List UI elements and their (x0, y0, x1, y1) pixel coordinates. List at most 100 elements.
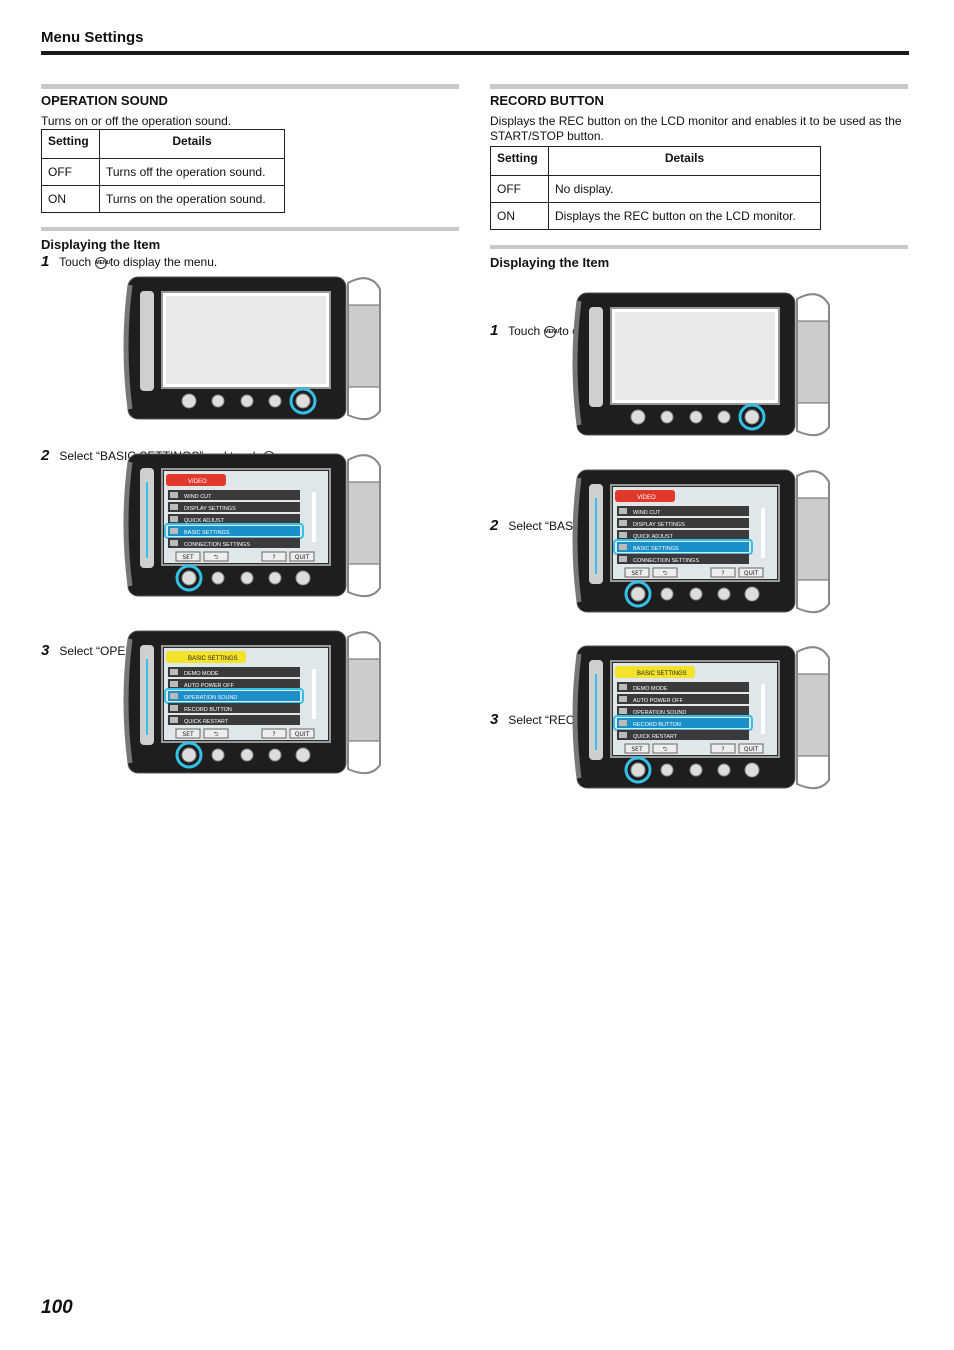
page-title: Menu Settings (41, 29, 144, 46)
menu-footer-button (175, 728, 201, 739)
table-row: OFF Turns off the operation sound. (41, 158, 285, 186)
menu-footer-label: ⮌ (663, 570, 668, 577)
menu-footer-label: ? (272, 731, 275, 738)
subsection-title: Displaying the Item (490, 255, 610, 270)
step-number: 3 (41, 642, 50, 659)
menu-header-label: VIDEO (637, 495, 656, 501)
step-text: to display the menu. (109, 255, 218, 269)
menu-item (168, 526, 300, 536)
details-cell: Turns off the operation sound. (99, 158, 285, 186)
menu-footer-button (624, 567, 650, 578)
camera-button (211, 571, 225, 585)
menu-footer-label: ? (721, 746, 724, 753)
menu-item-label: DISPLAY SETTINGS (184, 506, 236, 512)
menu-footer-button (710, 743, 736, 754)
menu-item-icon (170, 516, 178, 522)
menu-button-icon: MENU (94, 256, 110, 269)
section-rule (490, 84, 908, 89)
step-number: 3 (490, 711, 499, 728)
menu-footer-label: SET (182, 554, 194, 561)
subsection-rule (41, 227, 459, 231)
ok-button-highlight (175, 564, 203, 592)
camera-button (240, 748, 254, 762)
step-1: 1 Touch MENU to display the menu. (41, 253, 954, 271)
record-button-column: RECORD BUTTON Displays the REC button on… (490, 84, 908, 272)
menu-item (168, 502, 300, 512)
camera-button (717, 763, 731, 777)
menu-item-icon (619, 696, 627, 702)
menu-item-icon (170, 492, 178, 498)
menu-header-label: BASIC SETTINGS (188, 656, 238, 662)
menu-footer-label: ⮌ (214, 731, 219, 738)
menu-item-icon (619, 684, 627, 690)
table-row: OFF No display. (490, 175, 821, 203)
table-header-details: Details (99, 129, 285, 159)
menu-item-label: QUICK ADJUST (633, 534, 674, 540)
menu-footer-button (652, 743, 678, 754)
menu-item (617, 694, 749, 704)
subsection-title: Displaying the Item (41, 237, 161, 252)
camera-button (717, 587, 731, 601)
menu-scrollbar (761, 684, 765, 734)
camera-button (181, 747, 197, 763)
menu-header-tab (166, 474, 226, 486)
table-header-setting: Setting (41, 129, 100, 159)
step-number: 2 (490, 517, 499, 534)
camera-button (295, 747, 311, 763)
camera-button (268, 571, 282, 585)
details-cell: No display. (548, 175, 821, 203)
menu-item-label: BASIC SETTINGS (184, 530, 230, 536)
page-number: 100 (41, 1297, 73, 1318)
setting-cell: OFF (41, 158, 100, 186)
menu-item (617, 542, 749, 552)
menu-item-icon (619, 544, 627, 550)
menu-item (168, 538, 300, 548)
menu-footer-label: QUIT (295, 554, 310, 561)
step-number: 2 (41, 447, 50, 464)
step-number: 1 (490, 322, 499, 339)
menu-item-label: BASIC SETTINGS (633, 546, 679, 552)
details-cell: Displays the REC button on the LCD monit… (548, 202, 821, 230)
menu-button-icon: MENU (543, 325, 559, 338)
menu-item-icon (170, 669, 178, 675)
menu-item-icon (619, 508, 627, 514)
menu-footer-label: QUIT (744, 570, 759, 577)
camera-button (295, 570, 311, 586)
step-number: 1 (41, 253, 50, 270)
camera-button (181, 570, 197, 586)
camera-button (689, 763, 703, 777)
menu-item (168, 715, 300, 725)
menu-item (168, 703, 300, 713)
menu-footer-button (289, 728, 315, 739)
camera-button (660, 587, 674, 601)
menu-footer-label: ⮌ (214, 554, 219, 561)
ok-button-highlight (175, 741, 203, 769)
menu-item-label: AUTO POWER OFF (633, 698, 684, 704)
menu-item-label: WIND CUT (633, 510, 661, 516)
camera-button (744, 586, 760, 602)
menu-item-label: CONNECTION SETTINGS (633, 558, 699, 564)
title-rule (41, 51, 909, 55)
menu-item (168, 667, 300, 677)
menu-item-icon (619, 732, 627, 738)
setting-cell: ON (41, 185, 100, 213)
camera-button (660, 763, 674, 777)
ok-button-highlight (624, 756, 652, 784)
menu-footer-button (261, 728, 287, 739)
camera-lcd-illustration (572, 292, 830, 437)
menu-footer-button (624, 743, 650, 754)
menu-item-icon (619, 520, 627, 526)
details-cell: Turns on the operation sound. (99, 185, 285, 213)
menu-footer-button (710, 567, 736, 578)
menu-item-label: QUICK ADJUST (184, 518, 225, 524)
settings-table: Setting Details OFF No display. ON Displ… (490, 146, 821, 230)
ok-button-highlight (624, 580, 652, 608)
menu-item-label: RECORD BUTTON (184, 707, 232, 713)
menu-header-tab (615, 666, 695, 678)
menu-item-label: DEMO MODE (633, 686, 668, 692)
menu-item-icon (170, 504, 178, 510)
